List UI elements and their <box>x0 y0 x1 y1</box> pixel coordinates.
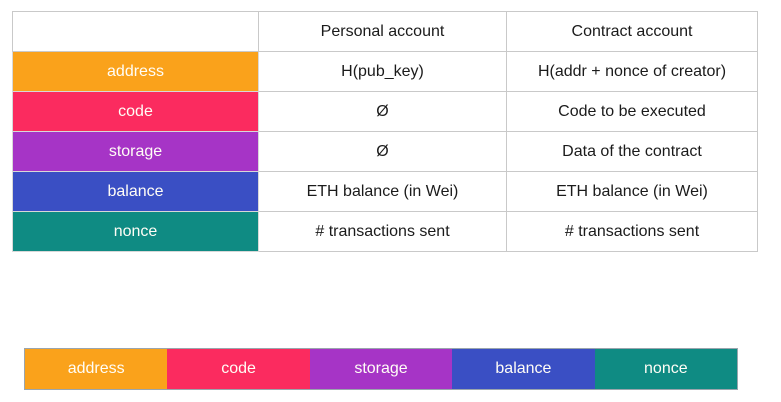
cell-nonce-contract: # transactions sent <box>506 211 758 252</box>
bar-segment-nonce: nonce <box>594 349 738 389</box>
row-label-nonce: nonce <box>12 211 259 252</box>
bar-segment-code: code <box>167 349 310 389</box>
row-label-storage: storage <box>12 131 259 172</box>
table-header-row: Personal account Contract account <box>12 11 758 52</box>
cell-storage-personal: Ø <box>258 131 507 172</box>
column-header-personal-account: Personal account <box>258 11 507 52</box>
table-row-storage: storage Ø Data of the contract <box>12 131 758 172</box>
row-label-code: code <box>12 91 259 132</box>
cell-storage-contract: Data of the contract <box>506 131 758 172</box>
bar-segment-storage: storage <box>309 349 453 389</box>
accounts-comparison-table: Personal account Contract account addres… <box>12 11 758 252</box>
cell-address-contract: H(addr + nonce of creator) <box>506 51 758 92</box>
column-header-contract-account: Contract account <box>506 11 758 52</box>
cell-balance-personal: ETH balance (in Wei) <box>258 171 507 212</box>
cell-code-personal: Ø <box>258 91 507 132</box>
table-row-code: code Ø Code to be executed <box>12 91 758 132</box>
account-fields-bar: address code storage balance nonce <box>24 348 738 390</box>
table-row-nonce: nonce # transactions sent # transactions… <box>12 211 758 252</box>
cell-balance-contract: ETH balance (in Wei) <box>506 171 758 212</box>
bar-segment-address: address <box>25 349 168 389</box>
table-row-address: address H(pub_key) H(addr + nonce of cre… <box>12 51 758 92</box>
cell-address-personal: H(pub_key) <box>258 51 507 92</box>
table-row-balance: balance ETH balance (in Wei) ETH balance… <box>12 171 758 212</box>
row-label-balance: balance <box>12 171 259 212</box>
empty-corner-cell <box>12 11 259 52</box>
bar-segment-balance: balance <box>452 349 595 389</box>
cell-code-contract: Code to be executed <box>506 91 758 132</box>
row-label-address: address <box>12 51 259 92</box>
cell-nonce-personal: # transactions sent <box>258 211 507 252</box>
